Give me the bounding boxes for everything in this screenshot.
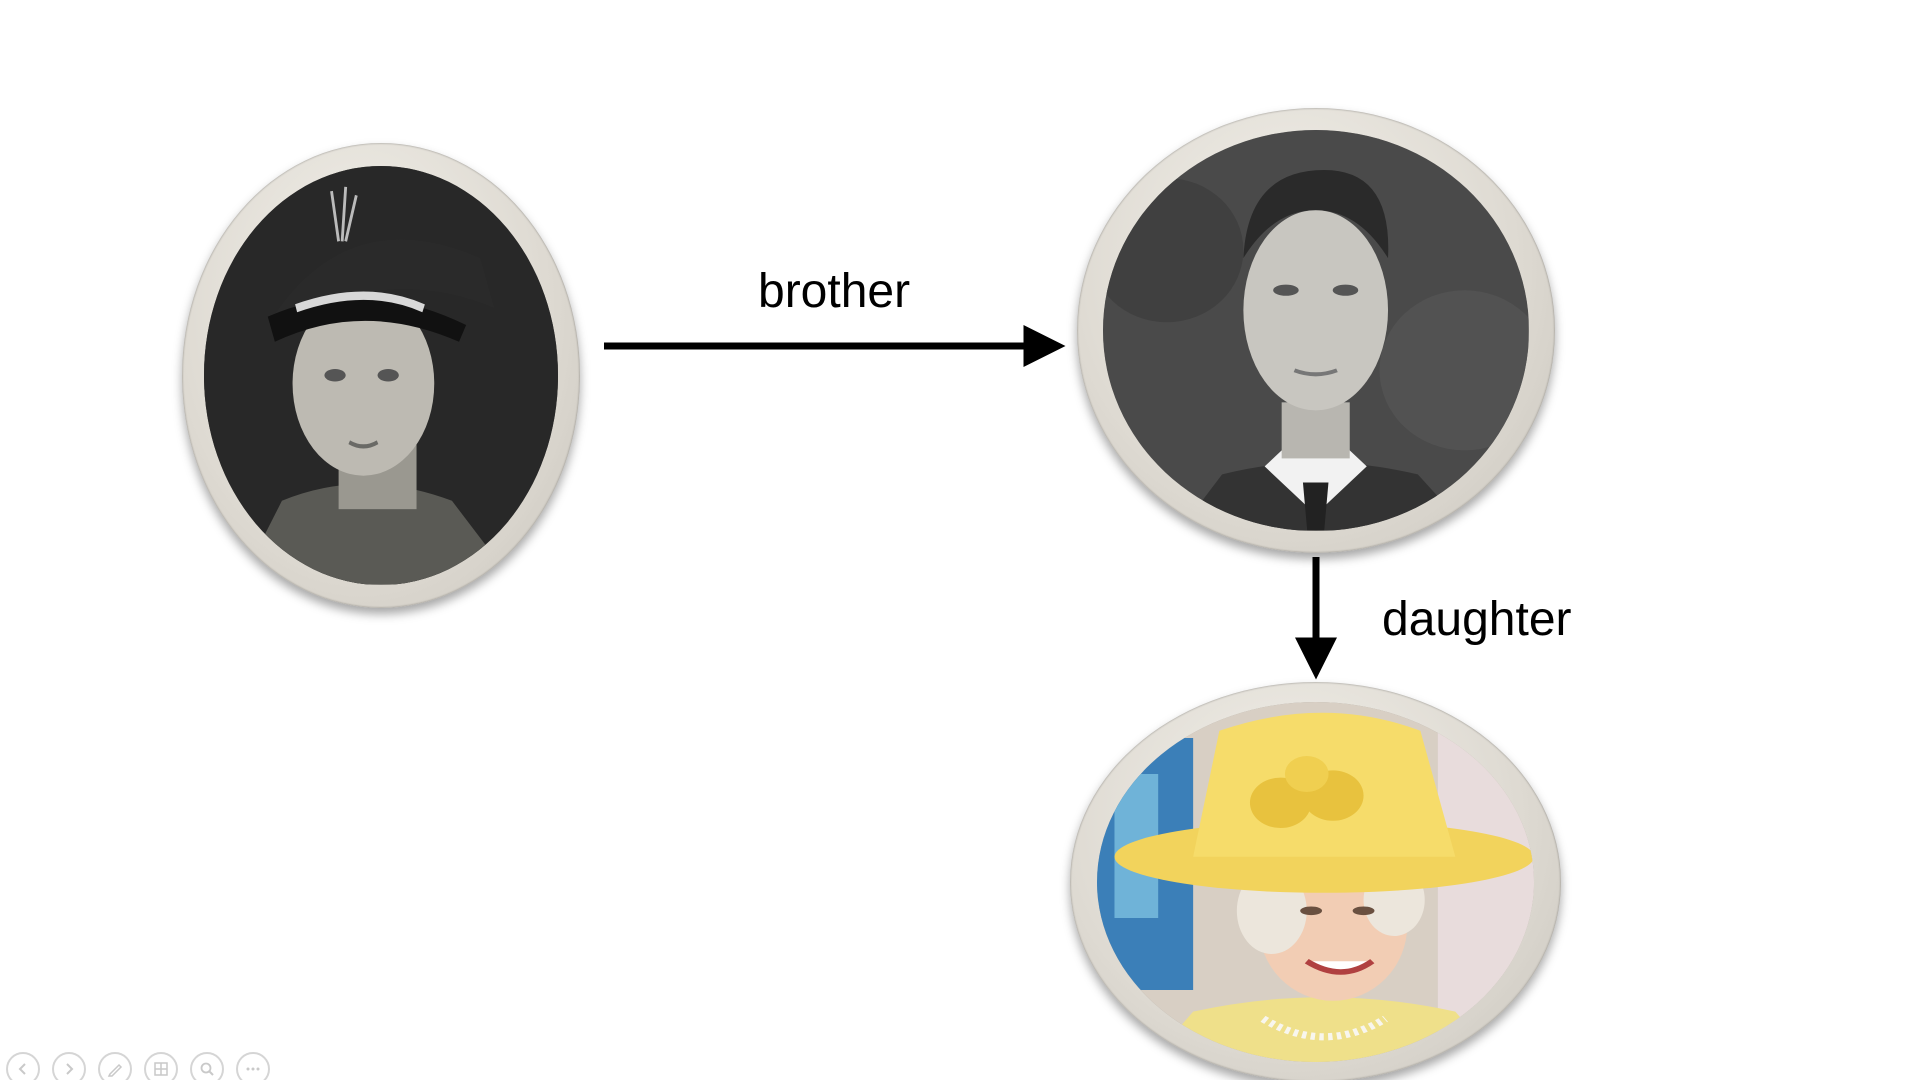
portrait-frame-bottom-right xyxy=(1070,682,1561,1080)
presenter-toolbar xyxy=(6,1052,270,1080)
portrait-frame-top-right xyxy=(1077,108,1555,553)
pen-icon[interactable] xyxy=(98,1052,132,1080)
more-options-icon[interactable] xyxy=(236,1052,270,1080)
portrait-photo-woman-yellow-hat xyxy=(1097,702,1534,1062)
zoom-icon[interactable] xyxy=(190,1052,224,1080)
brother-label: brother xyxy=(758,265,911,318)
portrait-photo-man-suit xyxy=(1103,130,1529,531)
next-slide-icon[interactable] xyxy=(52,1052,86,1080)
daughter-label: daughter xyxy=(1382,593,1572,646)
slides-grid-icon[interactable] xyxy=(144,1052,178,1080)
previous-slide-icon[interactable] xyxy=(6,1052,40,1080)
portrait-frame-left xyxy=(182,143,580,608)
portrait-photo-man-military-cap xyxy=(203,166,559,585)
